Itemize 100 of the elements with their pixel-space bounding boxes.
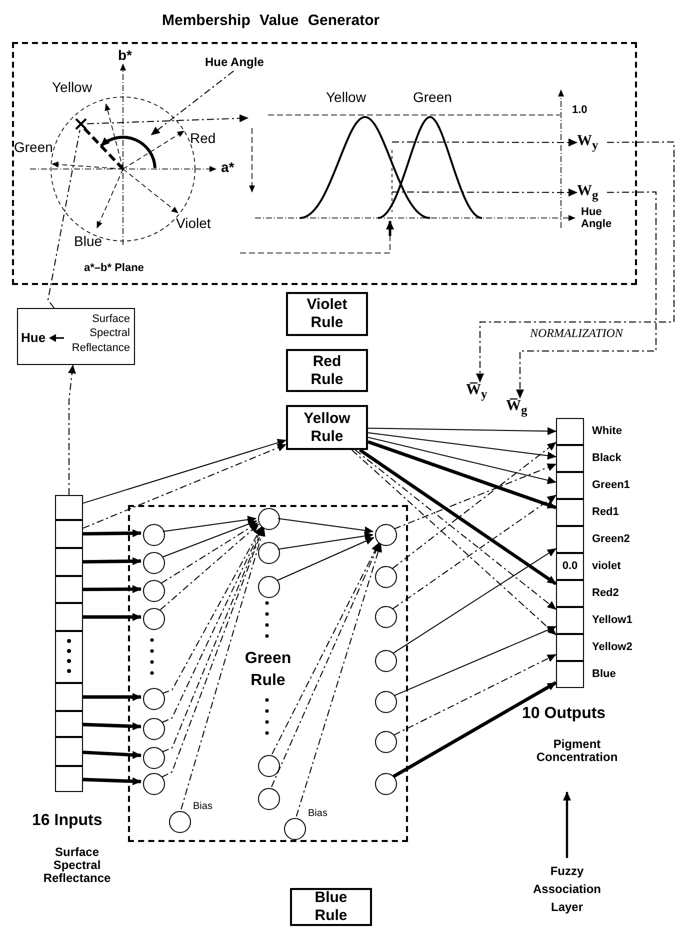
- process-label: NORMALIZATION: [530, 327, 623, 340]
- arrow: [68, 364, 76, 496]
- neuron-circle: [143, 524, 165, 546]
- arrow: [276, 537, 374, 581]
- neuron-circle: [375, 773, 397, 795]
- caption-text: Pigment Concentration: [535, 738, 619, 764]
- neuron-circle: [258, 542, 280, 564]
- output-cell: [556, 445, 584, 472]
- hue-box: [17, 308, 135, 365]
- neuron-circle: [375, 606, 397, 628]
- arrow: [82, 438, 286, 504]
- neuron-circle: [375, 650, 397, 672]
- arrow: [162, 516, 257, 532]
- output-cell: [556, 553, 584, 580]
- arrow: [82, 585, 142, 594]
- arrow: [358, 448, 557, 586]
- rule-label: Red Rule: [310, 352, 344, 388]
- arrow: [180, 527, 266, 810]
- caption-text: Fuzzy Association Layer: [532, 863, 602, 916]
- arrow: [394, 626, 556, 696]
- neuron-circle: [169, 811, 191, 833]
- neuron-circle: [258, 788, 280, 810]
- arrow: [392, 548, 556, 654]
- curve-label: Yellow: [326, 90, 366, 106]
- weight-label: W$_{y}$: [577, 133, 598, 153]
- neuron-circle: [258, 755, 280, 777]
- curve-label: Green: [413, 90, 452, 106]
- input-cell: [55, 711, 83, 737]
- rule-label: Yellow Rule: [302, 410, 352, 446]
- output-label: Red1: [592, 506, 619, 518]
- output-cell: [556, 580, 584, 607]
- output-label: White: [592, 425, 622, 438]
- arrow: [296, 543, 382, 817]
- input-cell: [55, 520, 83, 548]
- neuron-circle: [143, 580, 165, 602]
- output-label: violet: [592, 560, 621, 572]
- neuron-circle: [143, 747, 165, 769]
- caption-text: Surface Spectral Reflectance: [70, 312, 130, 355]
- output-label: Green2: [592, 533, 630, 546]
- arrow: [516, 192, 656, 398]
- arrow: [476, 142, 674, 382]
- group-title: Green Rule: [244, 649, 292, 691]
- arrow: [160, 522, 258, 584]
- arrow: [351, 450, 556, 636]
- arrow: [393, 654, 556, 736]
- angle-arc-arrow: [99, 135, 157, 171]
- neuron-circle: [375, 691, 397, 713]
- axis-label: a*–b* Plane: [84, 262, 144, 274]
- neuron-circle: [284, 818, 306, 840]
- color-label: Violet: [176, 216, 211, 232]
- weight-label: W̅$_{y}$: [466, 382, 488, 402]
- arrow: [162, 520, 258, 558]
- arrow: [82, 722, 142, 730]
- dashed-group-box: [128, 505, 408, 842]
- arrow: [86, 114, 248, 124]
- color-label: Red: [190, 131, 216, 146]
- weight-label: W$_{g}$: [577, 183, 598, 203]
- input-cell: [55, 631, 83, 683]
- input-cell: [55, 766, 83, 792]
- arrow: [368, 432, 556, 460]
- arrow: [160, 524, 260, 610]
- arrow: [368, 427, 556, 436]
- neuron-circle: [143, 688, 165, 710]
- connector-line: [47, 130, 80, 308]
- output-label: Green1: [592, 479, 630, 492]
- arrow: [367, 440, 557, 510]
- color-label: Green: [14, 140, 53, 156]
- input-cell: [55, 495, 83, 520]
- input-cell: [55, 576, 83, 603]
- arrow: [392, 681, 557, 778]
- output-label: Red2: [592, 587, 619, 600]
- input-cell: [55, 737, 83, 766]
- output-cell: [556, 526, 584, 553]
- output-cell: [556, 661, 584, 688]
- tick-label: 1.0: [572, 104, 588, 116]
- input-cell: [55, 548, 83, 576]
- arrow: [277, 518, 374, 534]
- arrow: [82, 444, 286, 529]
- output-label: Yellow1: [592, 614, 632, 626]
- output-label: Black: [592, 452, 622, 464]
- color-label: Yellow: [52, 80, 92, 96]
- arrow: [392, 442, 556, 569]
- arrow: [82, 777, 142, 786]
- rule-label: Violet Rule: [306, 296, 348, 332]
- arrow: [354, 450, 556, 610]
- cell-value: 0.0: [561, 560, 579, 572]
- output-cell: [556, 499, 584, 526]
- arrow: [83, 693, 142, 701]
- output-cell: [556, 607, 584, 634]
- arrow: [394, 464, 556, 530]
- cross-mark: [75, 118, 87, 130]
- section-heading: 10 Outputs: [522, 705, 606, 723]
- neuron-circle: [258, 576, 280, 598]
- rule-label: Blue Rule: [314, 889, 348, 925]
- hue-label: Hue: [21, 330, 46, 345]
- neuron-circle: [143, 773, 165, 795]
- arrow: [150, 70, 234, 136]
- output-cell: [556, 472, 584, 499]
- input-cell: [55, 683, 83, 711]
- output-cell: [556, 418, 584, 445]
